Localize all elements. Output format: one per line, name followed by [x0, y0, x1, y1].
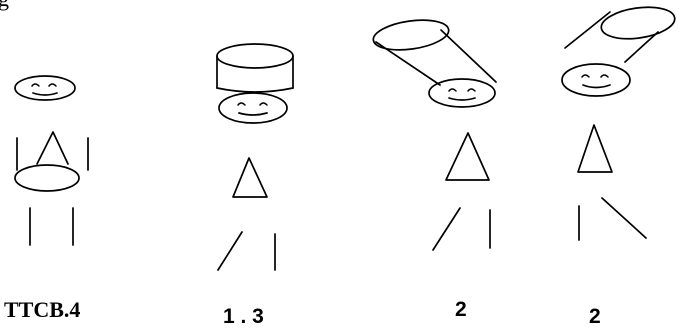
figure-2	[216, 43, 294, 271]
smiley-face-2	[218, 92, 288, 124]
figure-4-caption: 2	[589, 305, 601, 328]
cone-shape-1	[14, 131, 89, 192]
smiley-face-1	[14, 75, 76, 101]
figure-3-caption: 2	[455, 298, 467, 321]
figure-1	[14, 75, 89, 246]
tilted-disc-3	[372, 19, 497, 86]
legs-4	[578, 197, 647, 241]
tilted-disc-4	[564, 6, 676, 63]
triangle-body-4	[577, 124, 613, 173]
figure-3	[372, 19, 497, 251]
legs-2	[217, 231, 276, 271]
figure-1-caption: TTCB.4	[4, 297, 81, 322]
figure-2-caption: 1 . 3	[223, 305, 264, 328]
figure-4	[561, 6, 676, 241]
smiley-face-4	[561, 63, 631, 97]
cylinder-shape-2	[216, 43, 294, 93]
triangle-body-3	[445, 132, 490, 181]
clipped-top-text: g	[0, 0, 9, 12]
triangle-body-2	[232, 157, 268, 198]
legs-1	[29, 207, 74, 246]
smiley-face-3	[428, 78, 496, 108]
legs-3	[432, 207, 491, 251]
